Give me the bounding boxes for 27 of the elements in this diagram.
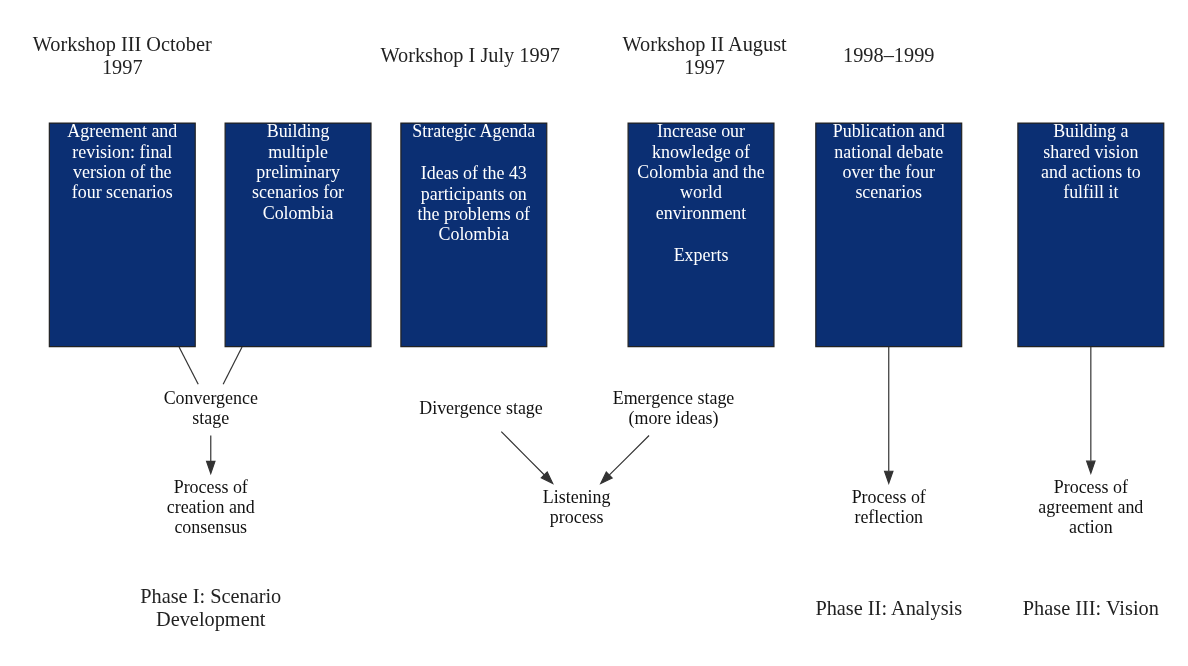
arrow [1085,345,1096,475]
node-box: Increase our knowledge of Colombia and the world environment Experts [627,121,775,347]
node-text: Listening process [542,486,611,527]
node-text: Divergence stage [419,397,543,418]
label: Workshop III October 1997 [32,32,212,78]
node-box: Agreement and revision: final version of the four scenarios [48,121,196,347]
label: Workshop I July 1997 [380,43,560,66]
node-box: Building a shared vision and actions to fulfill it [1017,121,1165,347]
label: Phase III: Vision [1022,596,1159,619]
node-text: Process of creation and consensus [166,476,255,537]
node-text: Process of agreement and action [1038,476,1144,537]
node-box: Building multiple preliminary scenarios for Colombia [224,121,372,347]
arrow [205,434,216,475]
node-text: Convergence stage [163,387,258,428]
arrow [500,430,554,485]
node-box: Publication and national debate over the four scenarios [815,121,963,347]
arrow [883,345,894,485]
label: Workshop II August 1997 [622,32,787,78]
arrow [599,434,650,485]
node-box: Strategic Agenda Ideas of the 43 participants on the problems of Colombia [400,121,548,347]
label: Phase II: Analysis [815,596,963,619]
connector [178,345,199,385]
node-text: Emergence stage (more ideas) [612,387,735,428]
connector [222,345,243,385]
label: 1998–1999 [843,43,935,66]
label: Phase I: Scenario Development [140,584,282,630]
node-text: Process of reflection [851,486,926,527]
